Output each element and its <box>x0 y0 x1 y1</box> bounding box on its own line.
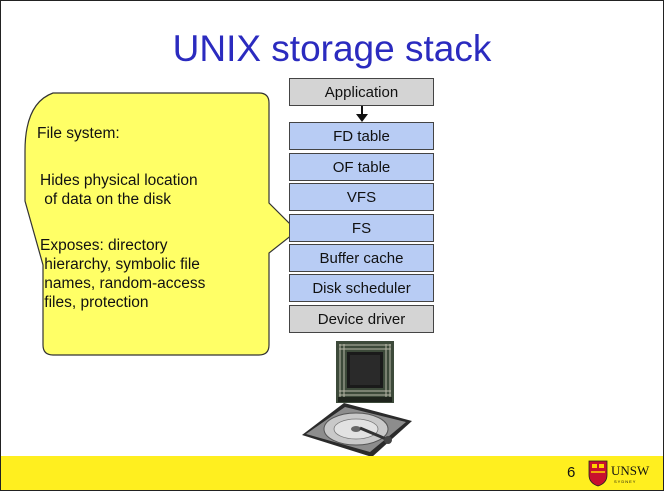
svg-text:SYDNEY: SYDNEY <box>614 479 636 484</box>
layer-vfs: VFS <box>289 183 434 211</box>
slide-title: UNIX storage stack <box>172 28 492 69</box>
page-number: 6 <box>567 464 576 481</box>
layer-buffer-cache: Buffer cache <box>289 244 434 272</box>
layer-disk-scheduler: Disk scheduler <box>289 274 434 302</box>
callout-point-hides: Hides physical location of data on the d… <box>40 172 198 208</box>
down-arrow-icon <box>356 114 368 122</box>
callout-point-exposes: Exposes: directory hierarchy, symbolic f… <box>40 237 206 311</box>
layer-application: Application <box>289 78 434 106</box>
callout-heading: File system: <box>37 125 120 142</box>
layer-device-driver: Device driver <box>289 305 434 333</box>
layer-fd-table: FD table <box>289 122 434 150</box>
svg-text:UNSW: UNSW <box>611 463 650 478</box>
chip-icon <box>336 341 394 403</box>
layer-fs: FS <box>289 214 434 242</box>
hard-disk-icon <box>302 403 412 457</box>
unsw-logo: UNSW SYDNEY <box>588 460 650 487</box>
layer-of-table: OF table <box>289 153 434 181</box>
footer-bar <box>1 456 663 490</box>
arrow-line <box>361 106 363 118</box>
